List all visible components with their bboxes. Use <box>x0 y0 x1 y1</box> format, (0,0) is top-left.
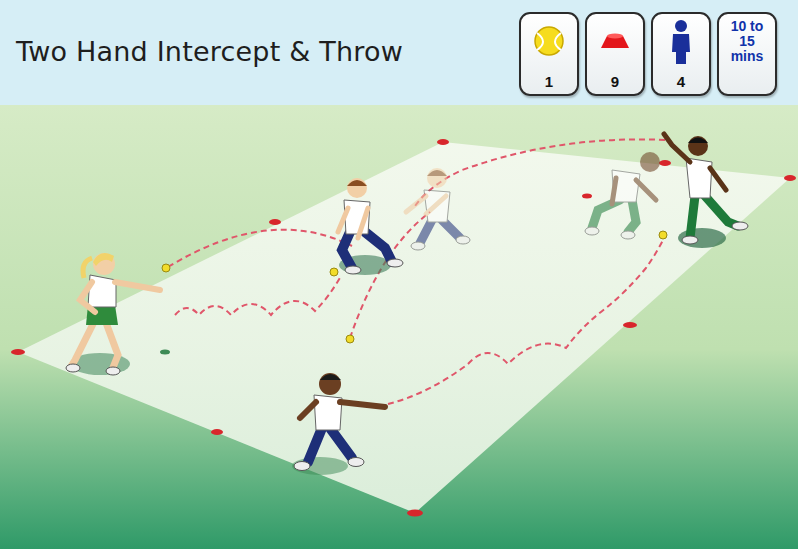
ball-paths <box>168 139 665 404</box>
equipment-badge: 4 <box>651 12 711 96</box>
player-ghost-right <box>585 152 660 239</box>
equipment-badge: 1 <box>519 12 579 96</box>
pitch-area <box>18 142 790 513</box>
player-bottom <box>292 373 385 475</box>
player-ghost-middle <box>406 168 470 250</box>
person-icon <box>653 14 709 74</box>
header-band <box>0 0 798 105</box>
player-right <box>664 134 748 248</box>
equipment-badge: 9 <box>585 12 645 96</box>
player-girl <box>66 253 160 375</box>
player-middle <box>338 178 403 275</box>
badge-text: 9 <box>587 74 643 90</box>
cones <box>11 139 796 517</box>
badge-text: 1 <box>521 74 577 90</box>
balls <box>162 231 667 343</box>
grass-field <box>0 105 798 549</box>
diagram-title: Two Hand Intercept & Throw <box>16 36 403 67</box>
badge-text: 10 to 15 mins <box>719 19 775 64</box>
equipment-badge: 10 to 15 mins <box>717 12 777 96</box>
badge-text: 4 <box>653 74 709 90</box>
ball-icon <box>521 14 577 74</box>
cone-icon <box>587 14 643 74</box>
